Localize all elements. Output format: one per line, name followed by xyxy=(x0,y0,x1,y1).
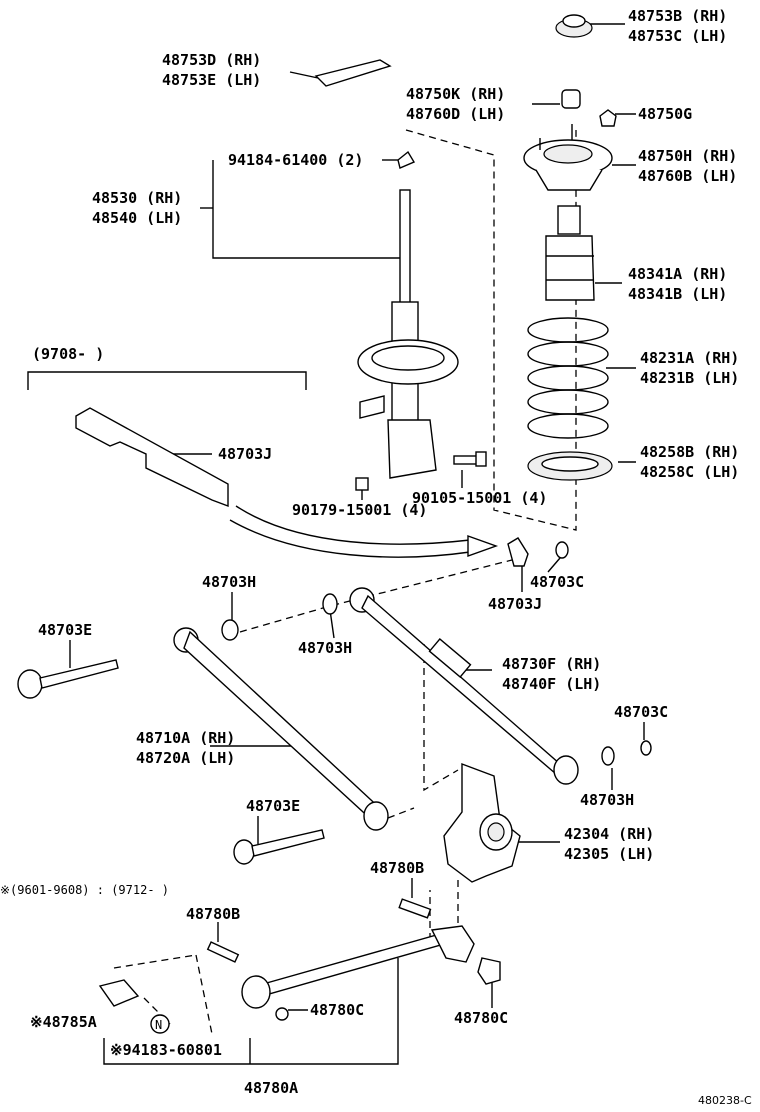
label-48703c-b: 48703C xyxy=(614,703,669,721)
label-48703h-c: 48703H xyxy=(580,791,635,809)
label-48703j-b: 48703J xyxy=(488,595,543,613)
shock-absorber-part xyxy=(357,150,459,479)
bracket-48703j-part xyxy=(75,407,569,567)
bump-boot-part xyxy=(545,205,595,301)
label-48750g: 48750G xyxy=(638,105,693,123)
knuckle-part xyxy=(443,762,521,883)
label-48720a: 48720A (LH) xyxy=(136,749,236,767)
label-48730f: 48730F (RH) xyxy=(502,655,602,673)
label-48258b: 48258B (RH) xyxy=(640,443,740,461)
label-42305: 42305 (LH) xyxy=(564,845,655,863)
label-48780c-b: 48780C xyxy=(454,1009,509,1027)
bracket-48785a-part xyxy=(98,979,140,1007)
strut-cover-part xyxy=(314,59,392,87)
label-48785a: ※48785A xyxy=(30,1013,97,1031)
label-48753e: 48753E (LH) xyxy=(162,71,262,89)
label-48341b: 48341B (LH) xyxy=(628,285,728,303)
label-42304: 42304 (RH) xyxy=(564,825,655,843)
label-48760d: 48760D (LH) xyxy=(406,105,506,123)
dashed-assembly-lines xyxy=(113,129,577,1035)
label-48750k: 48750K (RH) xyxy=(406,85,506,103)
upper-arm-part xyxy=(349,587,579,785)
label-48703h-a: 48703H xyxy=(202,573,257,591)
label-94184: 94184-61400 (2) xyxy=(228,151,364,169)
label-48753d: 48753D (RH) xyxy=(162,51,262,69)
strut-rod-part xyxy=(206,898,501,1021)
label-48740f: 48740F (LH) xyxy=(502,675,602,693)
label-48780b-b: 48780B xyxy=(186,905,241,923)
label-94183: ※94183-60801 xyxy=(110,1041,222,1059)
support-mount-part xyxy=(523,124,613,191)
washers-part xyxy=(221,593,652,766)
spring-insulator-part xyxy=(527,451,613,481)
coil-spring-part xyxy=(527,317,609,439)
label-n-mark: N xyxy=(155,1018,163,1032)
upper-stopper-part xyxy=(555,14,593,38)
label-90105: 90105-15001 (4) xyxy=(412,489,548,507)
label-48710a: 48710A (RH) xyxy=(136,729,236,747)
n-mark-icon xyxy=(150,1014,170,1034)
label-48753b: 48753B (RH) xyxy=(628,7,728,25)
bolt-48703e-lower-part xyxy=(233,829,325,865)
nut-90179-part xyxy=(355,477,369,491)
label-48703h-b: 48703H xyxy=(298,639,353,657)
label-48780a: 48780A xyxy=(244,1079,299,1097)
label-90179: 90179-15001 (4) xyxy=(292,501,428,519)
label-48341a: 48341A (RH) xyxy=(628,265,728,283)
label-48231b: 48231B (LH) xyxy=(640,369,740,387)
label-48530: 48530 (RH) xyxy=(92,189,183,207)
label-48760b: 48760B (LH) xyxy=(638,167,738,185)
label-48540: 48540 (LH) xyxy=(92,209,183,227)
label-48753c: 48753C (LH) xyxy=(628,27,728,45)
label-48703e-b: 48703E xyxy=(246,797,301,815)
label-48703j-top: 48703J xyxy=(218,445,273,463)
label-48703e-a: 48703E xyxy=(38,621,93,639)
label-9708: (9708- ) xyxy=(32,345,105,363)
cushion-part xyxy=(561,89,581,109)
leader-lines xyxy=(27,23,645,1065)
label-48780b-a: 48780B xyxy=(370,859,425,877)
lower-arm-part xyxy=(173,627,389,831)
label-48750h: 48750H (RH) xyxy=(638,147,738,165)
label-48780c-a: 48780C xyxy=(310,1001,365,1019)
nut-part xyxy=(599,109,617,127)
bolt-48703e-part xyxy=(17,659,119,699)
bolt-90105-part xyxy=(453,451,487,467)
label-note: ※(9601-9608) : (9712- ) xyxy=(0,883,169,897)
arrow-curve xyxy=(229,505,499,558)
label-48703c-a: 48703C xyxy=(530,573,585,591)
label-48258c: 48258C (LH) xyxy=(640,463,740,481)
label-48231a: 48231A (RH) xyxy=(640,349,740,367)
diagram-reference-code: 480238-C xyxy=(698,1094,752,1107)
